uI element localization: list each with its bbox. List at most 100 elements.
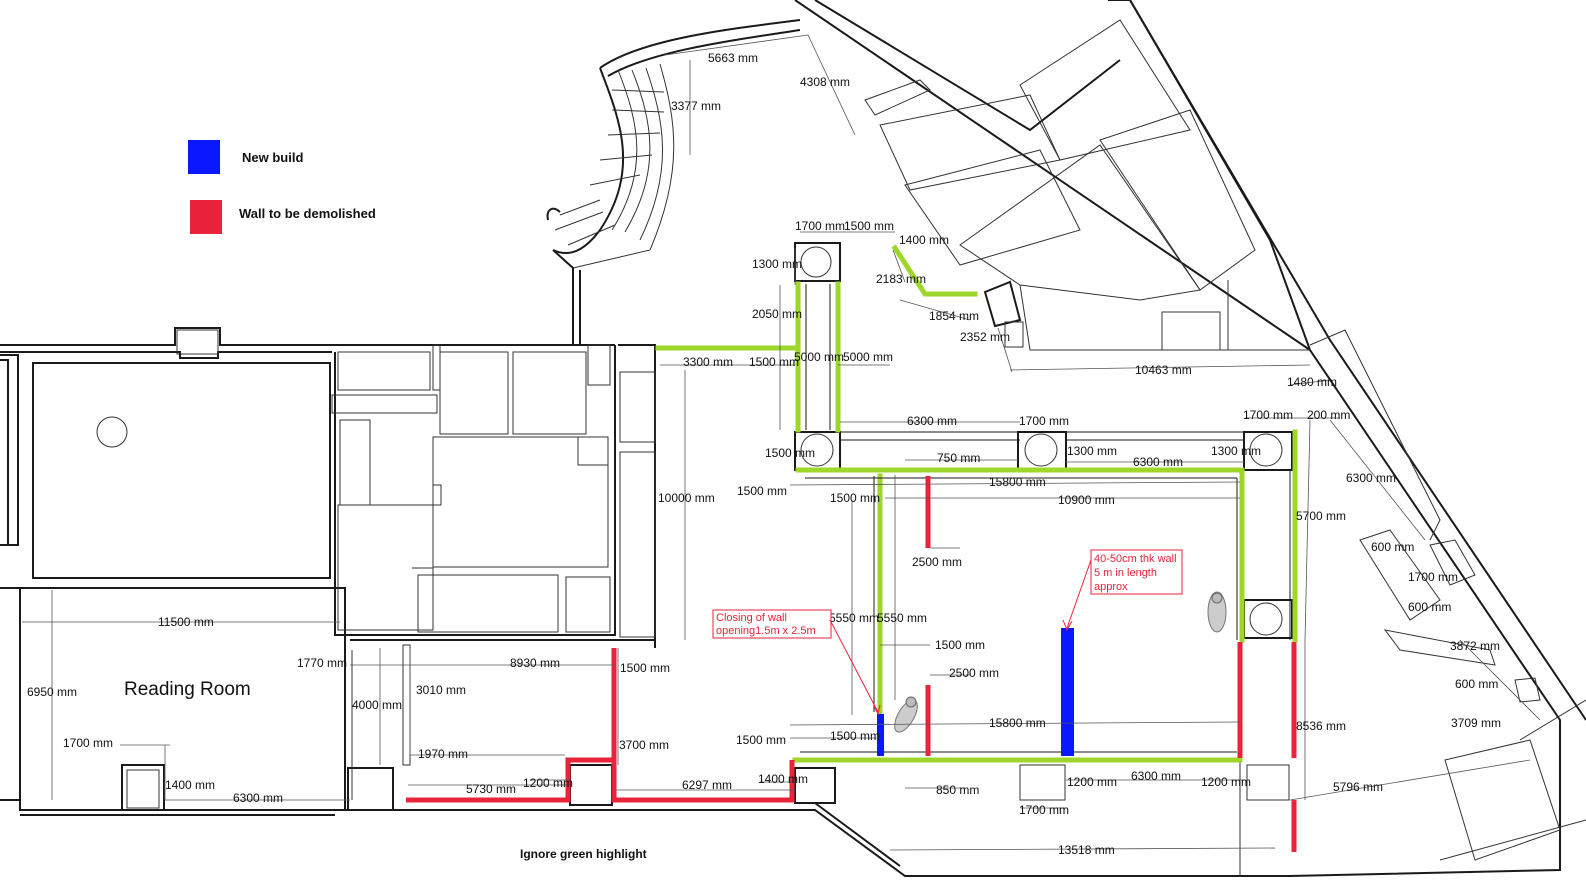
left-building-walls [0, 327, 1290, 877]
dimension-label: 1500 mm [844, 219, 894, 233]
curved-stair [546, 19, 801, 345]
dimension-label: 2500 mm [912, 555, 962, 569]
dimension-label: 6950 mm [27, 685, 77, 699]
dimension-label: 1200 mm [1201, 775, 1251, 789]
dimension-label: 1500 mm [765, 446, 815, 460]
column-circle [1249, 433, 1283, 467]
dimension-label: 5000 mm [794, 350, 844, 364]
dimension-label: 8536 mm [1296, 719, 1346, 733]
dimension-label: 5663 mm [708, 51, 758, 65]
dimension-label: 1700 mm [1408, 570, 1458, 584]
dimension-label: 10463 mm [1135, 363, 1192, 377]
dimension-label: 1500 mm [737, 484, 787, 498]
demolish-wall [611, 648, 795, 803]
legend-new-build-swatch [188, 140, 220, 174]
new-build-wall [877, 714, 884, 756]
legend-new-build-label: New build [242, 150, 303, 165]
dimension-label: 200 mm [1307, 408, 1350, 422]
dimension-label: 1300 mm [1067, 444, 1117, 458]
person-figure [1207, 591, 1227, 633]
dimension-label: 850 mm [936, 783, 979, 797]
column-circle [1024, 433, 1058, 467]
dimension-label: 1970 mm [418, 747, 468, 761]
legend: New build Wall to be demolished [188, 140, 376, 234]
dimension-label: 4308 mm [800, 75, 850, 89]
column-boxes [794, 242, 1293, 639]
dimension-label: 4000 mm [352, 698, 402, 712]
dimension-label: 1770 mm [297, 656, 347, 670]
dimension-label: 5550 mm [877, 611, 927, 625]
closing-wall-note: Closing of wall opening1.5m x 2.5m [712, 609, 881, 716]
dimension-label: 1400 mm [165, 778, 215, 792]
dimension-label: 13518 mm [1058, 843, 1115, 857]
dimension-label: 1500 mm [935, 638, 985, 652]
new-wall-note-line1: 40-50cm thk wall [1094, 553, 1177, 565]
dimension-label: 1500 mm [830, 729, 880, 743]
dimension-label: 10000 mm [658, 491, 715, 505]
column-circle [800, 433, 834, 467]
new-wall-note-line2: 5 m in length [1094, 567, 1157, 579]
right-building-walls [794, 0, 1586, 877]
dimension-label: 1500 mm [830, 491, 880, 505]
person-figure [894, 696, 918, 733]
dimension-label: 3377 mm [671, 99, 721, 113]
dimension-label: 1200 mm [1067, 775, 1117, 789]
dimension-label: 1700 mm [1019, 414, 1069, 428]
dimension-label: 5000 mm [843, 350, 893, 364]
dimension-label: 5550 mm [829, 611, 879, 625]
dimension-label: 1300 mm [752, 257, 802, 271]
dimension-label: 3010 mm [416, 683, 466, 697]
green-highlight-walls [655, 244, 1298, 763]
dimension-label: 5796 mm [1333, 780, 1383, 794]
dimension-label: 1300 mm [1211, 444, 1261, 458]
dimension-label: 11500 mm [158, 615, 214, 629]
dimension-label: 6300 mm [1131, 769, 1181, 783]
dimension-label: 1400 mm [899, 233, 949, 247]
dimension-label: 2183 mm [876, 272, 926, 286]
dimension-label: 6300 mm [1133, 455, 1183, 469]
column-circle [96, 416, 128, 448]
new-build-walls [877, 628, 1074, 756]
dimension-label: 1854 mm [929, 309, 979, 323]
dimension-label: 1400 mm [758, 772, 808, 786]
dimension-label: 750 mm [937, 451, 980, 465]
footer-note: Ignore green highlight [520, 847, 647, 861]
dimension-label: 6300 mm [1346, 471, 1396, 485]
dimension-label: 600 mm [1408, 600, 1451, 614]
dimension-label: 3709 mm [1451, 716, 1501, 730]
new-wall-note-line3: approx [1094, 581, 1128, 593]
dimension-label: 5700 mm [1296, 509, 1346, 523]
dimension-label: 8930 mm [510, 656, 560, 670]
dimension-label: 600 mm [1455, 677, 1498, 691]
person-figures [894, 591, 1227, 733]
dimension-label: 15800 mm [989, 716, 1046, 730]
dimension-label: 5730 mm [466, 782, 516, 796]
dimension-label: 6300 mm [907, 414, 957, 428]
dimension-label: 600 mm [1371, 540, 1414, 554]
dimension-label: 1700 mm [1243, 408, 1293, 422]
dimension-label: 1200 mm [523, 776, 573, 790]
legend-demolish-label: Wall to be demolished [239, 206, 376, 221]
legend-demolish-swatch [190, 200, 222, 234]
dimension-label: 6300 mm [233, 791, 283, 805]
dimension-label: 2352 mm [960, 330, 1010, 344]
dimension-labels: 5663 mm 4308 mm 3377 mm 1700 mm 1500 mm … [27, 51, 1501, 857]
closing-wall-note-line1: Closing of wall [716, 612, 787, 624]
dimension-label: 3700 mm [619, 738, 669, 752]
dimension-label: 2050 mm [752, 307, 802, 321]
dimension-label: 1700 mm [795, 219, 845, 233]
dimension-label: 1700 mm [63, 736, 113, 750]
column-circle [1249, 602, 1283, 636]
dimension-label: 10900 mm [1058, 493, 1115, 507]
dimension-label: 1500 mm [736, 733, 786, 747]
dimension-label: 2500 mm [949, 666, 999, 680]
dimension-label: 3872 mm [1450, 639, 1500, 653]
column-circle [800, 246, 832, 278]
dimension-label: 1700 mm [1019, 803, 1069, 817]
closing-wall-note-line2: opening1.5m x 2.5m [716, 625, 816, 637]
dimension-label: 3300 mm [683, 355, 733, 369]
dimension-label: 15800 mm [989, 475, 1046, 489]
new-build-wall [1061, 628, 1074, 756]
new-wall-note: 40-50cm thk wall 5 m in length approx [1062, 549, 1183, 632]
